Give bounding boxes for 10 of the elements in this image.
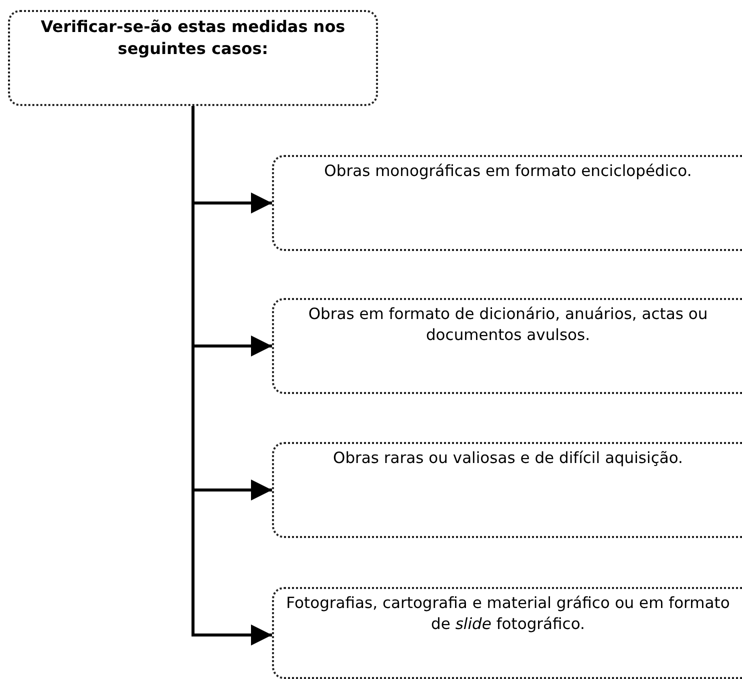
box-text: Fotografias, cartografia e material gráfico ou em formato de slide fotográfico.: [285, 593, 731, 635]
process-box: [272, 298, 742, 394]
box-text: Obras em formato de dicionário, anuários, actas ou documentos avulsos.: [307, 304, 709, 346]
process-box: [272, 155, 742, 251]
process-box: [272, 442, 742, 538]
heading-text: Verificar-se-ão estas medidas nos seguintes casos:: [40, 16, 346, 60]
heading-box: [8, 10, 378, 106]
box-text: Obras monográficas em formato enciclopédico.: [323, 161, 693, 182]
process-box: [272, 587, 742, 679]
box-text: Obras raras ou valiosas e de difícil aquisição.: [332, 448, 684, 469]
